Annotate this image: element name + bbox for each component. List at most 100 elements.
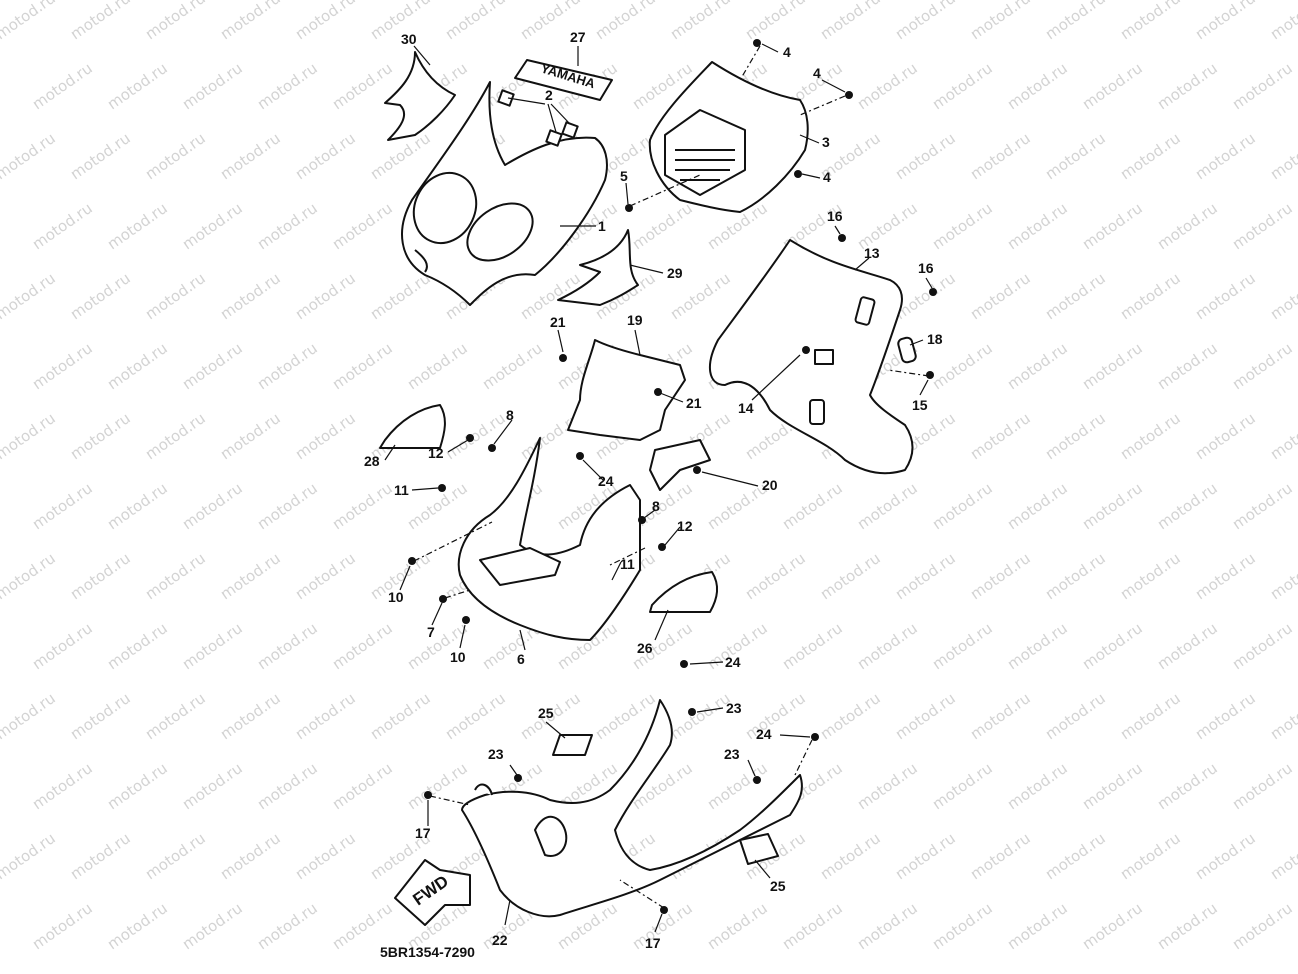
watermark-text: motod.ru (104, 619, 171, 673)
watermark-text: motod.ru (1042, 0, 1109, 43)
watermark-text: motod.ru (0, 829, 59, 883)
watermark-text: motod.ru (217, 0, 284, 43)
watermark-text: motod.ru (292, 689, 359, 743)
watermark-text: motod.ru (254, 479, 321, 533)
watermark-text: motod.ru (967, 0, 1034, 43)
watermark-text: motod.ru (254, 759, 321, 813)
watermark-text: motod.ru (1267, 829, 1298, 883)
watermark-text: motod.ru (1267, 0, 1298, 43)
part-30-decal (384, 51, 456, 141)
watermark-text: motod.ru (1117, 269, 1184, 323)
watermark-text: motod.ru (967, 269, 1034, 323)
watermark-text: motod.ru (29, 619, 96, 673)
watermark-text: motod.ru (1117, 829, 1184, 883)
part-22-under-cowl (461, 699, 803, 918)
watermark-text: motod.ru (817, 689, 884, 743)
watermark-text: motod.ru (704, 479, 771, 533)
watermark-text: motod.ru (1004, 199, 1071, 253)
watermark-text: motod.ru (1004, 619, 1071, 673)
watermark-text: motod.ru (142, 409, 209, 463)
watermark-text: motod.ru (929, 339, 996, 393)
watermark-text: motod.ru (29, 199, 96, 253)
watermark-text: motod.ru (142, 549, 209, 603)
callout-2: 2 (545, 87, 553, 103)
watermark-text: motod.ru (1117, 549, 1184, 603)
part-3-inner-panel (648, 61, 809, 213)
watermark-text: motod.ru (367, 269, 434, 323)
callout-18: 18 (927, 331, 943, 347)
watermark-text: motod.ru (854, 479, 921, 533)
watermark-text: motod.ru (929, 759, 996, 813)
watermark-text: motod.ru (1154, 479, 1221, 533)
watermark-text: motod.ru (592, 0, 659, 43)
watermark-text: motod.ru (179, 339, 246, 393)
fasteners (408, 39, 937, 914)
watermark-text: motod.ru (67, 829, 134, 883)
part-28-decal (379, 404, 446, 449)
watermark-text: motod.ru (1229, 619, 1296, 673)
watermark-text: motod.ru (1079, 759, 1146, 813)
callout-25: 25 (538, 705, 554, 721)
watermark-text: motod.ru (892, 689, 959, 743)
watermark-text: motod.ru (929, 899, 996, 953)
watermark-text: motod.ru (479, 339, 546, 393)
watermark-text: motod.ru (1229, 759, 1296, 813)
part-13-inner-cover (708, 239, 914, 475)
watermark-text: motod.ru (217, 129, 284, 183)
watermark-text: motod.ru (442, 689, 509, 743)
watermark-text: motod.ru (1117, 689, 1184, 743)
watermark-text: motod.ru (217, 689, 284, 743)
callout-8: 8 (652, 498, 660, 514)
watermark-text: motod.ru (1042, 829, 1109, 883)
callout-22: 22 (492, 932, 508, 948)
watermark-text: motod.ru (329, 59, 396, 113)
watermark-text: motod.ru (104, 199, 171, 253)
watermark-text: motod.ru (67, 689, 134, 743)
watermark-text: motod.ru (29, 759, 96, 813)
watermark-text: motod.ru (1042, 549, 1109, 603)
watermark-text: motod.ru (292, 0, 359, 43)
watermark-text: motod.ru (329, 619, 396, 673)
watermark-text: motod.ru (292, 129, 359, 183)
watermark-text: motod.ru (254, 339, 321, 393)
watermark-text: motod.ru (442, 409, 509, 463)
watermark-text: motod.ru (217, 269, 284, 323)
watermark-text: motod.ru (967, 549, 1034, 603)
watermark-text: motod.ru (1154, 339, 1221, 393)
callout-27: 27 (570, 29, 586, 45)
watermark-text: motod.ru (1079, 619, 1146, 673)
watermark-text: motod.ru (0, 129, 59, 183)
watermark-text: motod.ru (217, 549, 284, 603)
watermark-text: motod.ru (1004, 59, 1071, 113)
assembly-centerlines (413, 45, 930, 909)
callout-6: 6 (517, 651, 525, 667)
watermark-text: motod.ru (442, 0, 509, 43)
catalog-code: 5BR1354-7290 (380, 944, 475, 960)
watermark-text: motod.ru (104, 479, 171, 533)
watermark-text: motod.ru (967, 409, 1034, 463)
watermark-text: motod.ru (1042, 689, 1109, 743)
watermark-text: motod.ru (142, 269, 209, 323)
watermark-text: motod.ru (1154, 619, 1221, 673)
watermark-text: motod.ru (892, 829, 959, 883)
watermark-text: motod.ru (1267, 269, 1298, 323)
watermark-text: motod.ru (179, 479, 246, 533)
watermark-text: motod.ru (967, 689, 1034, 743)
watermark-text: motod.ru (1117, 0, 1184, 43)
callout-11: 11 (620, 556, 635, 572)
watermark-text: motod.ru (1267, 549, 1298, 603)
watermark-text: motod.ru (292, 269, 359, 323)
callout-19: 19 (627, 312, 643, 328)
callout-1: 1 (598, 218, 606, 234)
watermark-text: motod.ru (1079, 59, 1146, 113)
watermark-text: motod.ru (1192, 129, 1259, 183)
watermark-text: motod.ru (742, 549, 809, 603)
watermark-text: motod.ru (179, 899, 246, 953)
watermark-text: motod.ru (742, 689, 809, 743)
callout-4: 4 (813, 65, 821, 81)
watermark-text: motod.ru (104, 339, 171, 393)
fwd-arrow: FWD (394, 859, 471, 926)
part-26-decal (649, 571, 718, 613)
watermark-text: motod.ru (967, 129, 1034, 183)
